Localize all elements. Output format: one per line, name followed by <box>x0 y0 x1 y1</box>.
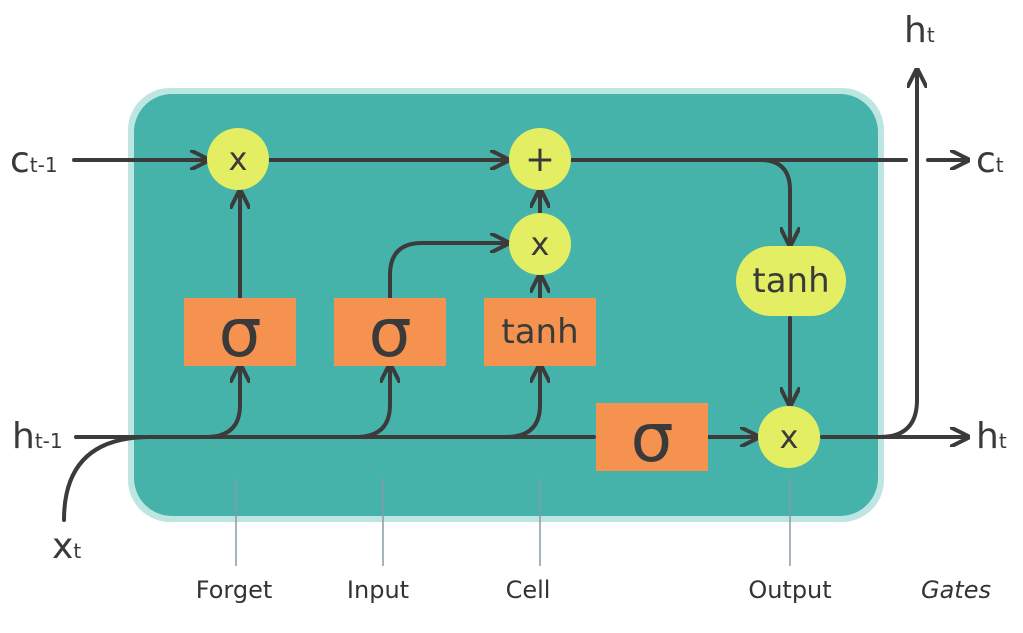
forget-mul-label: x <box>229 140 248 178</box>
cell-add-label: + <box>525 139 555 180</box>
c-prev-label: ct-1 <box>10 140 58 181</box>
input-sigma-label: σ <box>368 294 411 373</box>
cell-tanh-label: tanh <box>501 312 578 352</box>
gates-caption: Gates <box>921 576 991 604</box>
forget-sigma-box <box>184 298 296 366</box>
layers: σ σ tanh σ <box>184 294 708 478</box>
h-prev-label: ht-1 <box>12 416 63 457</box>
wire-to-input-sigma <box>354 367 390 439</box>
gate-pointers <box>235 478 791 566</box>
input-mul-label: x <box>531 225 550 263</box>
wires <box>62 72 966 522</box>
x-t-label: xt <box>52 526 81 567</box>
forget-mul-circle <box>207 128 269 190</box>
h-t-top-label: ht <box>904 10 935 51</box>
wire-ht-up <box>878 72 917 439</box>
gate-captions: Forget Input Cell Output Gates <box>196 576 991 604</box>
cell-add-circle <box>509 128 571 190</box>
wire-to-cell-tanh <box>504 367 540 439</box>
c-t-label: ct <box>976 140 1004 181</box>
wire-input-sigma-to-mul <box>388 243 506 300</box>
forget-sigma-label: σ <box>218 294 261 373</box>
gate-output-label: Output <box>748 576 831 604</box>
gate-forget-label: Forget <box>196 576 273 604</box>
output-tanh-pill <box>736 246 846 316</box>
io-labels: ct-1 ht-1 xt ct ht ht <box>10 10 1007 567</box>
output-tanh-label: tanh <box>752 261 829 301</box>
output-mul-circle <box>758 406 820 468</box>
output-sigma-box <box>596 403 708 471</box>
ops: x + x x tanh <box>207 128 846 468</box>
wire-xt-join <box>62 435 152 522</box>
output-sigma-label: σ <box>630 399 673 478</box>
cell-tanh-box <box>484 298 596 366</box>
input-sigma-box <box>334 298 446 366</box>
gate-cell-label: Cell <box>506 576 551 604</box>
output-mul-label: x <box>780 418 799 456</box>
input-mul-circle <box>509 213 571 275</box>
h-t-right-label: ht <box>976 416 1007 457</box>
wire-to-forget-sigma <box>204 367 240 439</box>
wire-c-to-output-tanh <box>758 158 790 243</box>
gate-input-label: Input <box>347 576 409 604</box>
